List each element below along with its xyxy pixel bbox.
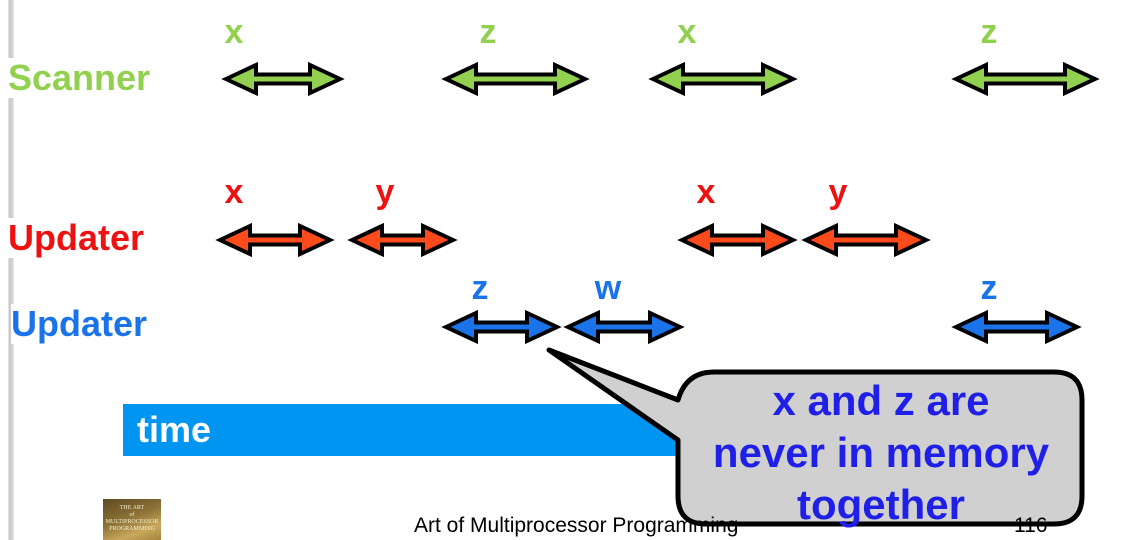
interval-arrows: [215, 61, 1100, 345]
updater-red-row-label: Updater: [8, 218, 149, 258]
callout-line: together: [797, 481, 965, 528]
book-cover-text: PROGRAMMING: [109, 526, 155, 532]
footer-title: Art of Multiprocessor Programming: [414, 514, 739, 537]
callout-line: x and z are: [772, 377, 990, 424]
updater-blue-op-label: w: [594, 269, 622, 307]
book-cover-thumbnail: THE ART of MULTIPROCESSOR PROGRAMMING: [103, 499, 161, 540]
scanner-op-label: x: [224, 13, 244, 51]
updater-red-interval-arrow: [215, 222, 335, 258]
book-cover-text: THE ART: [119, 505, 145, 511]
updater-red-op-label: y: [828, 173, 848, 211]
book-cover-text: MULTIPROCESSOR: [105, 519, 159, 525]
book-cover-text: of: [129, 512, 135, 518]
slide-left-border: [0, 0, 14, 540]
updater-red-op-label: y: [375, 173, 395, 211]
updater-blue-row-label: Updater: [11, 304, 152, 344]
updater-blue-interval-arrow: [951, 309, 1082, 345]
scanner-op-label: z: [980, 13, 998, 51]
scanner-interval-arrow: [221, 61, 345, 97]
callout-bubble: [546, 347, 1085, 527]
updater-red-interval-arrow: [677, 222, 798, 258]
callout-text: x and z are never in memory together: [682, 372, 1080, 528]
updater-blue-interval-arrow: [441, 309, 562, 345]
scanner-interval-arrow: [441, 61, 590, 97]
scanner-interval-arrow: [951, 61, 1100, 97]
scanner-op-label: x: [677, 13, 697, 51]
updater-red-op-label: x: [696, 173, 716, 211]
updater-red-interval-arrow: [347, 222, 458, 258]
updater-blue-op-label: z: [980, 269, 998, 307]
updater-blue-interval-arrow: [563, 309, 685, 345]
scanner-row-label: Scanner: [8, 58, 155, 98]
page-number: 116: [1014, 514, 1048, 537]
callout-line: never in memory: [712, 429, 1050, 476]
time-axis-label: time: [137, 409, 212, 450]
time-axis-bar: time: [123, 404, 743, 456]
updater-red-interval-arrow: [801, 222, 931, 258]
updater-red-op-label: x: [224, 173, 244, 211]
scanner-op-label: z: [479, 13, 497, 51]
scanner-interval-arrow: [648, 61, 798, 97]
updater-blue-op-label: z: [471, 269, 489, 307]
